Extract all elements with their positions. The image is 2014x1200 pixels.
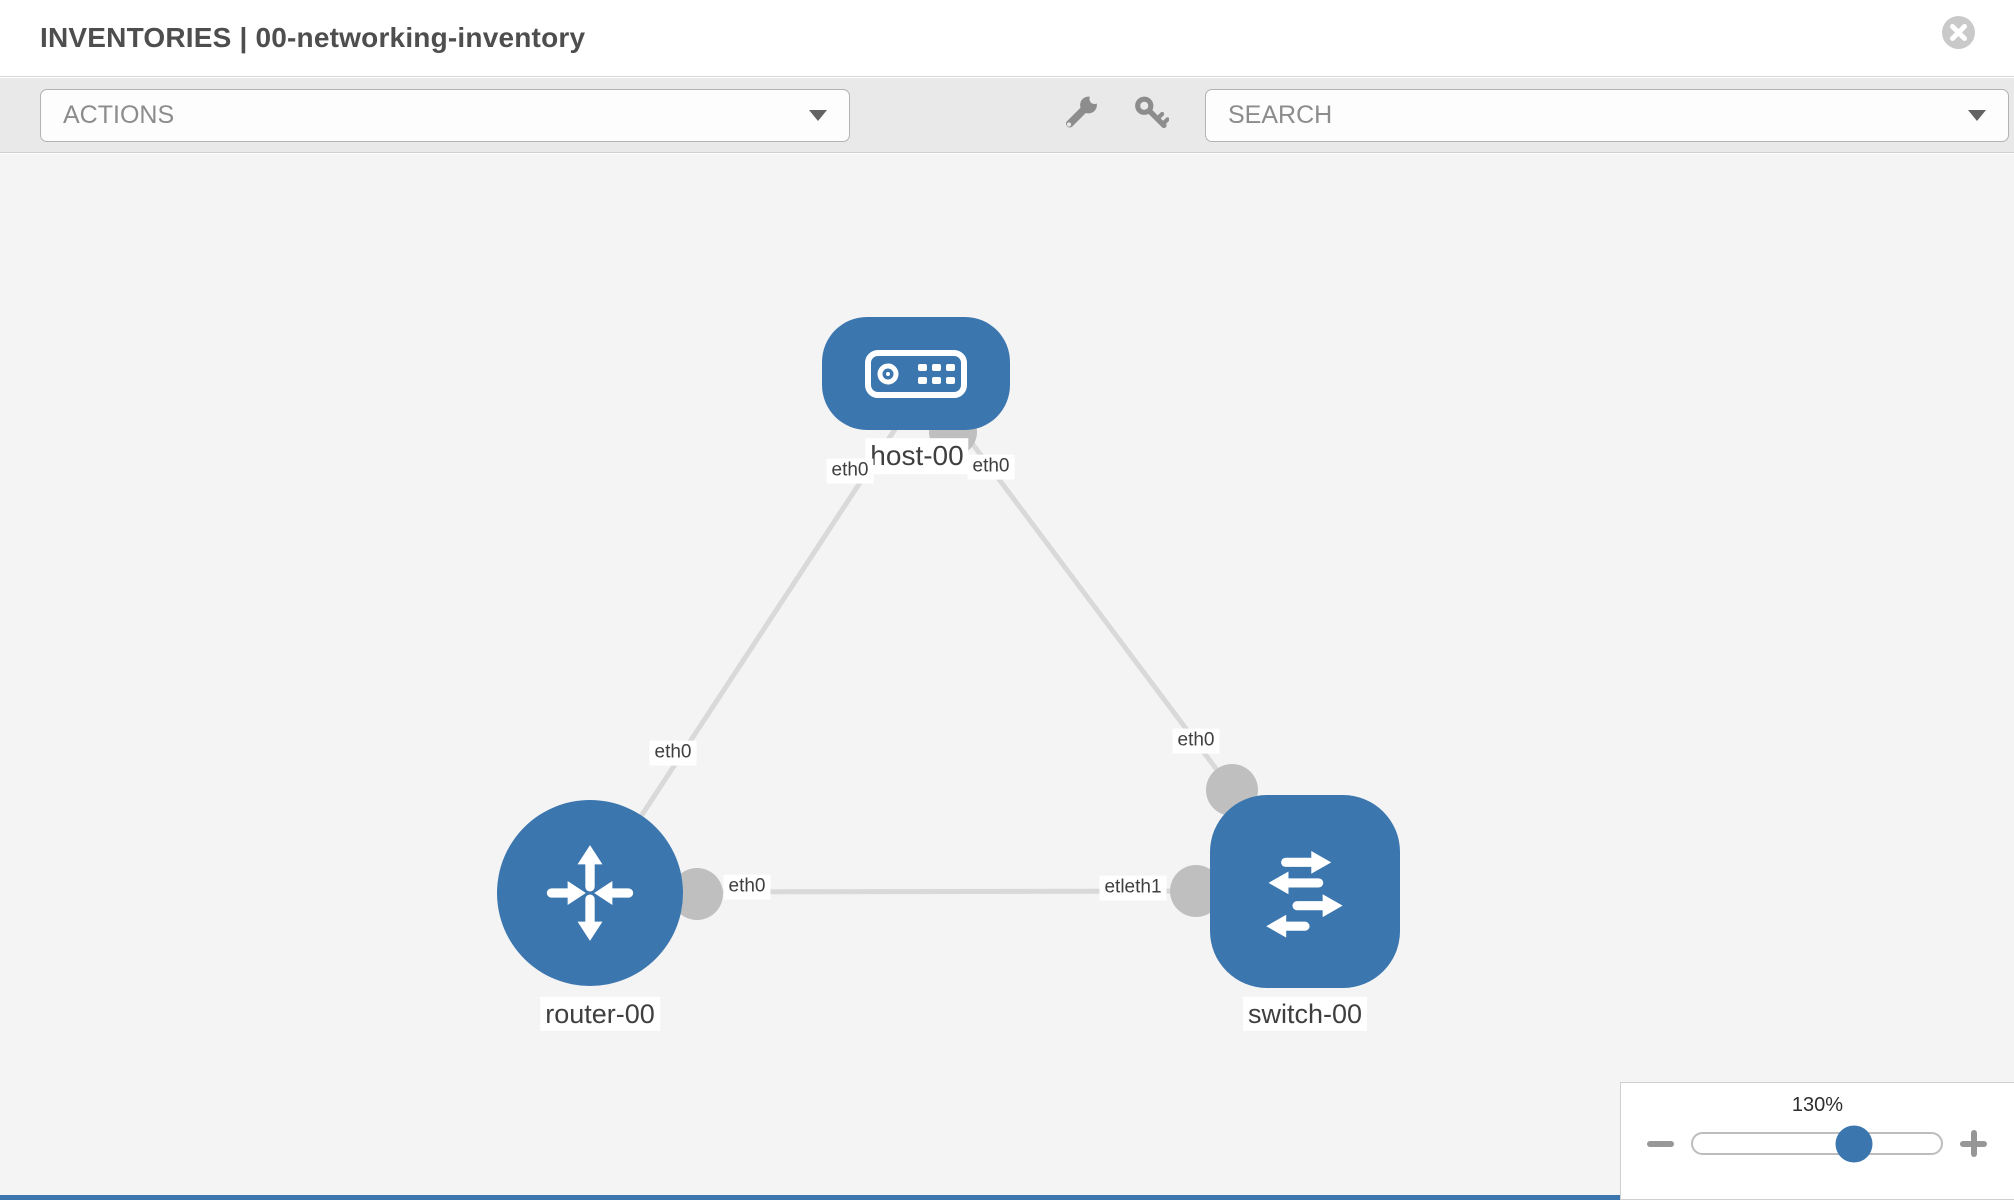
zoom-percent-value: 130% bbox=[1791, 1094, 1844, 1116]
page-title: INVENTORIES | 00-networking-inventory bbox=[40, 22, 586, 53]
chevron-down-icon bbox=[1968, 110, 1986, 121]
actions-dropdown-label: ACTIONS bbox=[63, 101, 175, 129]
link-host-router[interactable] bbox=[587, 412, 908, 896]
interface-connector-router[interactable] bbox=[671, 868, 723, 920]
close-button[interactable] bbox=[1941, 15, 1976, 50]
interface-label-host-left: eth0 bbox=[826, 458, 874, 484]
search-dropdown-label: SEARCH bbox=[1228, 101, 1333, 129]
switch-icon bbox=[1266, 850, 1343, 938]
zoom-panel: 130% bbox=[1620, 1082, 2014, 1200]
zoom-in-button[interactable] bbox=[1960, 1130, 1987, 1157]
node-label-switch: switch-00 bbox=[1242, 996, 1368, 1032]
search-dropdown[interactable]: SEARCH bbox=[1205, 89, 2009, 142]
chevron-down-icon bbox=[809, 110, 827, 121]
credentials-button[interactable] bbox=[1133, 95, 1170, 136]
node-label-router: router-00 bbox=[540, 996, 660, 1032]
toolbar: ACTIONS SEARCH bbox=[0, 78, 2014, 153]
host-icon bbox=[865, 349, 967, 398]
key-icon bbox=[1135, 96, 1170, 129]
actions-dropdown[interactable]: ACTIONS bbox=[40, 89, 850, 142]
zoom-slider-thumb[interactable] bbox=[1835, 1125, 1873, 1162]
interface-connector-switch-left[interactable] bbox=[1170, 865, 1222, 917]
zoom-out-button[interactable] bbox=[1647, 1140, 1674, 1147]
interface-label-router-top: eth0 bbox=[649, 740, 697, 766]
node-host-00[interactable] bbox=[822, 317, 1010, 430]
close-icon bbox=[1942, 16, 1975, 49]
node-label-host: host-00 bbox=[865, 438, 969, 474]
zoom-slider-row bbox=[1621, 1125, 2013, 1162]
wrench-icon bbox=[1066, 93, 1100, 128]
bottom-edge-strip bbox=[0, 1195, 1620, 1200]
node-router-00[interactable] bbox=[497, 800, 683, 986]
topology-canvas[interactable]: host-00 router-00 switch-00 eth0 eth0 et… bbox=[0, 154, 2014, 1200]
interface-label-host-right: eth0 bbox=[967, 454, 1015, 480]
topology-edges bbox=[587, 408, 1258, 920]
router-icon bbox=[546, 845, 634, 941]
interface-label-mid-right: etleth1 bbox=[1099, 875, 1167, 901]
interface-label-mid-left: eth0 bbox=[723, 874, 771, 900]
zoom-slider-track[interactable] bbox=[1691, 1125, 1943, 1162]
interface-label-switch-top: eth0 bbox=[1172, 728, 1220, 754]
node-switch-00[interactable] bbox=[1210, 795, 1400, 988]
configure-button[interactable] bbox=[1063, 93, 1100, 136]
header: INVENTORIES | 00-networking-inventory bbox=[0, 0, 2014, 77]
